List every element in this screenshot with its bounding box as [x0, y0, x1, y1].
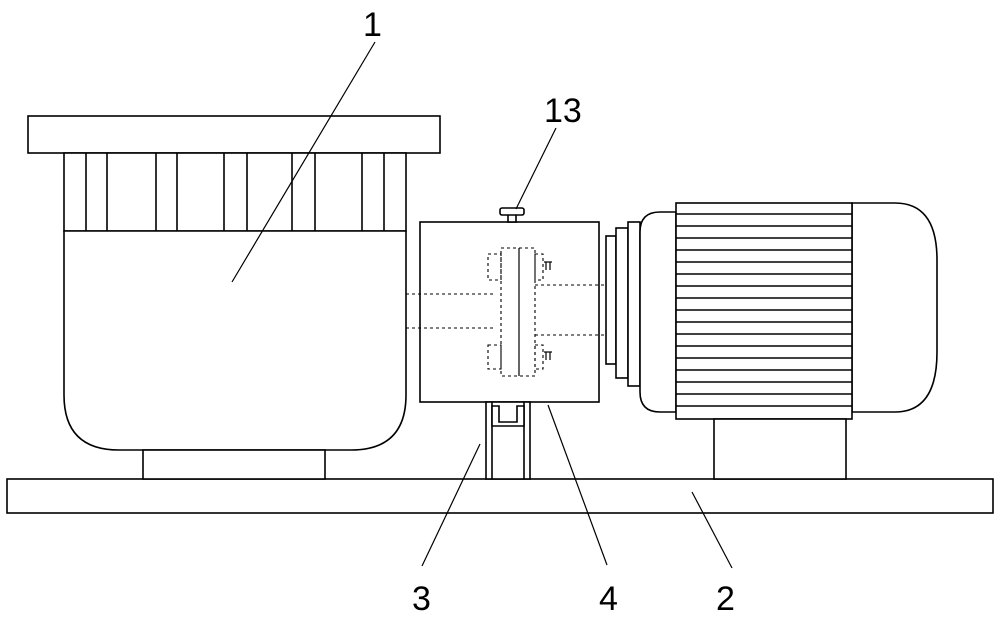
motor-base — [713, 418, 847, 480]
motor-cooling-fins — [676, 213, 852, 407]
housing-box — [419, 221, 600, 403]
tank-top-flange — [27, 115, 441, 154]
support-stand — [485, 401, 531, 480]
tank-body — [63, 230, 407, 451]
tank — [27, 115, 441, 480]
vent-cap — [499, 207, 525, 216]
inner-shaft-hidden — [500, 247, 536, 377]
motor — [605, 202, 938, 480]
tank-base — [142, 449, 326, 480]
motor-flange-outer — [605, 235, 617, 365]
tank-neck-ribs — [85, 153, 385, 231]
motor-body — [675, 202, 853, 420]
label-part-2: 2 — [716, 580, 735, 618]
coupling-housing — [406, 207, 606, 403]
motor-end-cap — [851, 202, 938, 413]
leader-lines — [231, 41, 733, 569]
bolt-marks — [544, 261, 552, 360]
motor-flange-inner — [627, 221, 641, 387]
label-part-1: 1 — [363, 6, 382, 44]
label-part-3: 3 — [412, 580, 431, 618]
motor-flange — [615, 227, 629, 379]
tank-neck — [63, 152, 407, 232]
base-plate — [6, 478, 994, 514]
label-part-4: 4 — [599, 580, 618, 618]
label-part-13: 13 — [544, 92, 582, 130]
